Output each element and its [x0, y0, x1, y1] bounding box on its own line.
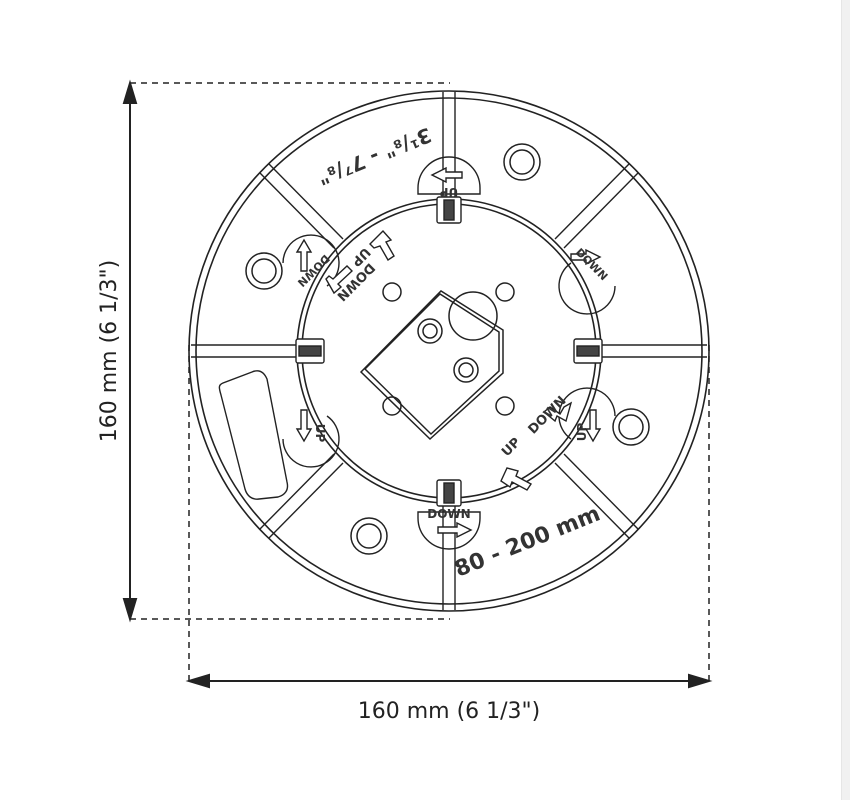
left-lower-up-label: UP: [313, 424, 327, 443]
hub-arrow-right-icon: [542, 401, 573, 423]
right-upper-down-label: DOWN: [573, 246, 610, 283]
hole-top-right-outer: [503, 143, 541, 181]
hub-hole-2: [453, 357, 479, 383]
inch-range-label: 3¹/₈" - 7⁷/₈": [314, 123, 435, 190]
rib-diag-nw-1: [268, 163, 344, 240]
rib-diag-se-2: [563, 453, 639, 530]
arrow-up-icon: [295, 238, 313, 272]
vertical-dimension-arrow: [122, 79, 138, 623]
rib-diag-ne-2: [563, 172, 639, 249]
hub-small-hole-4: [495, 396, 515, 416]
hub-center: [359, 282, 515, 441]
range-label: 80 - 200 mm: [451, 501, 604, 582]
hub-up-label-lower: UP: [499, 435, 524, 460]
arrow-down-icon: [295, 409, 313, 443]
rib-diag-nw-2: [259, 172, 335, 249]
vertical-scroll-track[interactable]: [841, 0, 850, 800]
center-hub-inner: [301, 203, 597, 499]
tab-right-lower: [558, 387, 616, 440]
hub-arrow-left-icon: [500, 467, 533, 491]
hub-arrow-up-icon: [369, 229, 395, 261]
hole-left-outer: [245, 252, 283, 290]
arrow-right-icon: [570, 248, 602, 266]
outer-holes: [245, 143, 650, 555]
dimension-guides: [130, 82, 710, 685]
hub-arrow-down-icon: [325, 265, 354, 295]
hub-hole-1: [417, 318, 443, 344]
hub-small-hole-2: [495, 282, 515, 302]
arrow-icons: [295, 166, 602, 539]
plate-ribs: [191, 92, 707, 610]
rib-diag-ne-1: [554, 163, 630, 240]
tab-top: [417, 156, 481, 195]
tab-left-upper: [282, 234, 340, 287]
adjustment-tabs: [282, 156, 616, 550]
arrow-left-icon: [430, 166, 463, 184]
outer-rim-inner: [195, 97, 703, 605]
hub-clips: [295, 196, 603, 507]
hole-bottom-left-outer: [350, 517, 388, 555]
hub-small-hole-3: [382, 396, 402, 416]
tab-right-upper: [558, 262, 616, 315]
bottom-tab-down-label: DOWN: [427, 507, 470, 521]
height-dimension-label: 160 mm (6 1/3"): [97, 260, 122, 443]
outer-rim: [188, 90, 710, 612]
rib-diag-sw-1: [268, 462, 344, 539]
rib-diag-sw-2: [259, 453, 335, 530]
arrow-right-bottom-icon: [437, 521, 473, 539]
top-tab-up-label: UP: [440, 185, 459, 199]
hole-right-outer: [612, 408, 650, 446]
right-lower-up-label: UP: [575, 423, 589, 442]
label-recess: [218, 370, 289, 500]
arrow-down-right-icon: [584, 409, 602, 443]
rib-diag-se-1: [554, 462, 630, 539]
width-dimension-label: 160 mm (6 1/3"): [358, 699, 541, 724]
tab-bottom: [417, 511, 481, 550]
horizontal-dimension-arrow: [185, 673, 713, 689]
hex-cutout: [359, 290, 504, 441]
hub-small-hole-1: [382, 282, 402, 302]
center-hub: [296, 198, 602, 504]
key-hole: [448, 291, 498, 341]
tab-left-lower: [282, 415, 340, 468]
